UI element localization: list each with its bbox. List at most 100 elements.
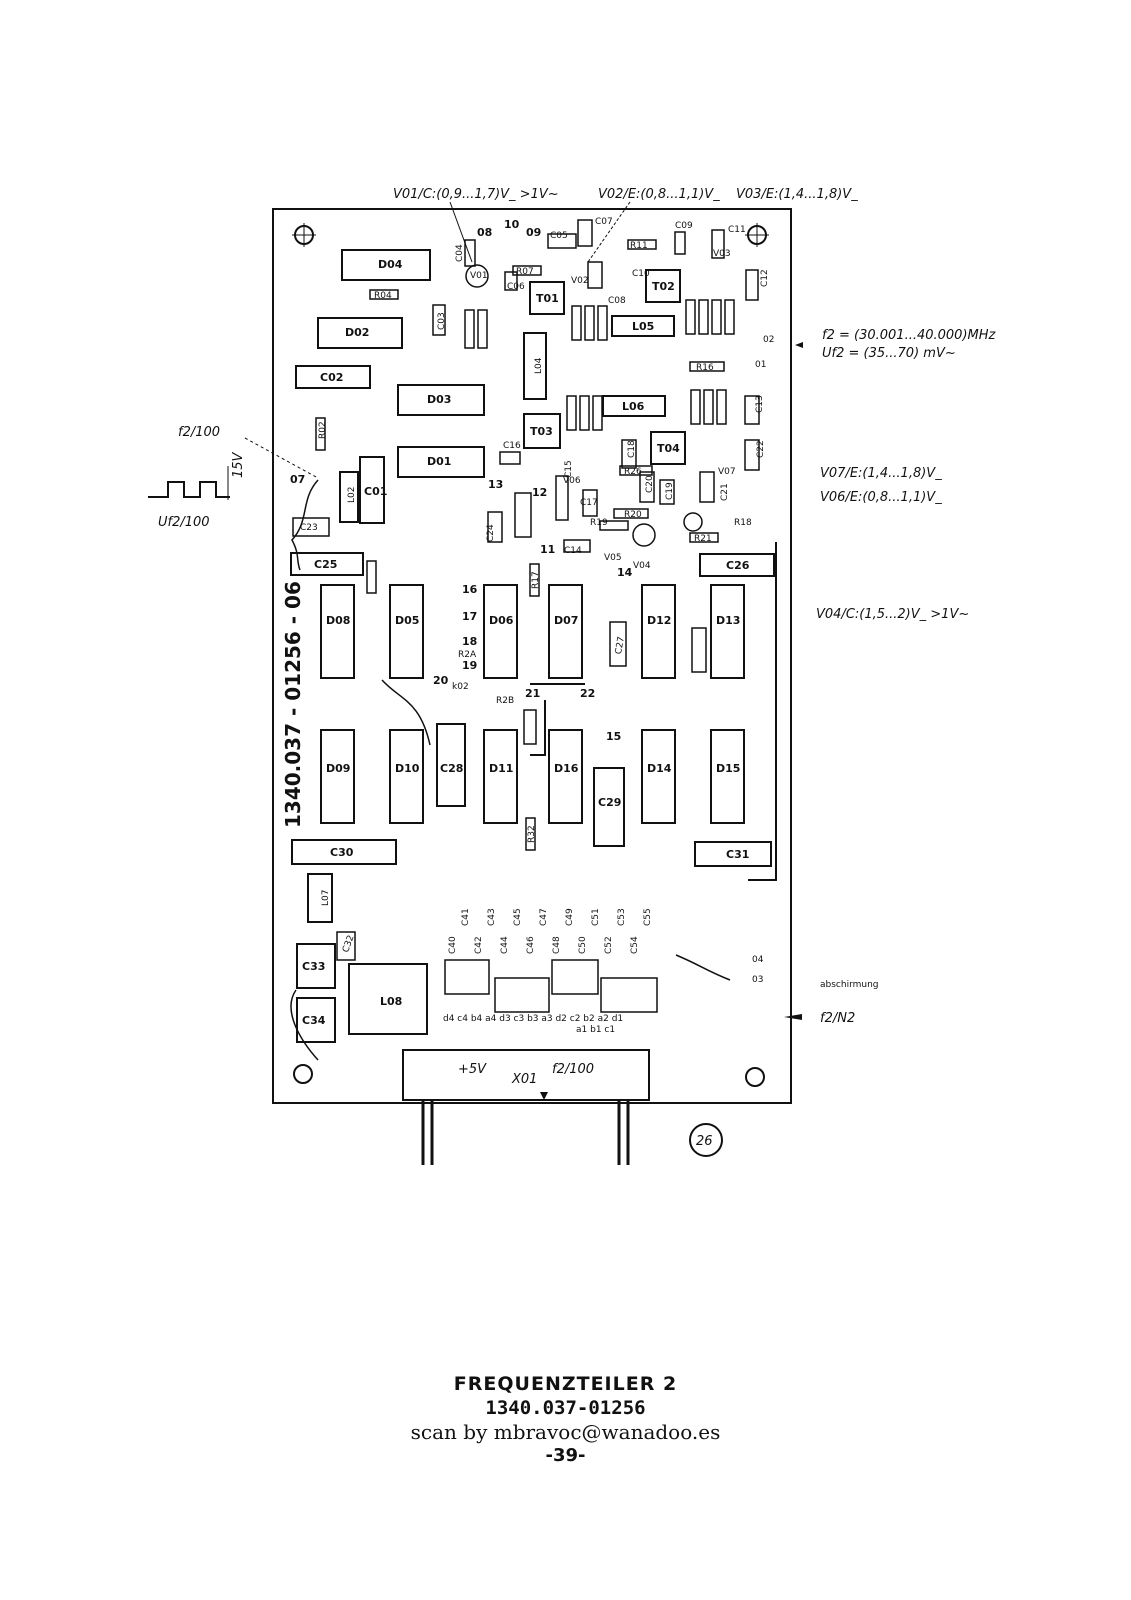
c10-label: C10: [632, 269, 650, 279]
coil-l02: L02: [339, 471, 359, 523]
svg-text:f2/100: f2/100: [552, 1062, 594, 1077]
pin-08: 08: [477, 226, 492, 239]
ic-d08: D08: [320, 584, 355, 679]
r2b-label: R2B: [496, 696, 514, 706]
cap-c26: C26: [699, 553, 775, 577]
connector-x01: +5V X01 f2/100: [402, 1049, 650, 1165]
square-wave: [148, 481, 230, 498]
c22-label: C22: [756, 440, 766, 458]
svg-text:T02: T02: [652, 280, 675, 293]
caption-scan-credit: scan by mbravoc@wanadoo.es: [410, 1420, 721, 1444]
wire: [748, 542, 777, 881]
r04-label: R04: [374, 291, 392, 301]
cap-bank-label: C48: [552, 936, 562, 954]
transistor-t03: T03: [523, 413, 561, 449]
svg-text:D10: D10: [395, 762, 420, 775]
twisted-wire: [381, 679, 431, 746]
pin-22: 22: [580, 687, 595, 700]
pin-21: 21: [525, 687, 540, 700]
r11-label: R11: [630, 241, 648, 251]
svg-text:T01: T01: [536, 292, 559, 305]
c06-label: C06: [507, 282, 525, 292]
cap-bank-label: C54: [630, 936, 640, 954]
ic-d11: D11: [483, 729, 518, 824]
svg-text:D05: D05: [395, 614, 419, 627]
svg-text:D08: D08: [326, 614, 350, 627]
c14-label: C14: [564, 546, 582, 556]
cap-bank-label: C55: [643, 908, 653, 926]
c07-label: C07: [595, 217, 613, 227]
capacitor-bank: [444, 959, 658, 1013]
svg-text:L05: L05: [632, 320, 654, 333]
svg-text:+5V: +5V: [458, 1062, 487, 1077]
pin-01: 01: [755, 360, 766, 370]
v06-annotation: V06/E:(0,8...1,1)V_: [820, 490, 942, 505]
r32-label: R32: [527, 825, 537, 843]
v03-label: V03: [713, 249, 731, 259]
cap-bank-label: C51: [591, 908, 601, 926]
v01-label: V01: [470, 271, 488, 281]
f2-annotation: f2 = (30.001...40.000)MHz: [822, 328, 997, 343]
ic-d06: D06: [483, 584, 518, 679]
pin-16: 16: [462, 583, 478, 596]
f2-100-annotation: f2/100: [178, 425, 220, 440]
cap-bank-label: C49: [565, 908, 575, 926]
abschirmung-annotation: abschirmung: [820, 980, 879, 990]
svg-text:D16: D16: [554, 762, 579, 775]
r21-label: R21: [694, 534, 712, 544]
mounting-hole: [745, 1067, 765, 1087]
c11-label: C11: [728, 225, 746, 235]
cap-c29: C29: [593, 767, 625, 847]
coil-l07: L07: [307, 873, 333, 923]
r19-label: R19: [590, 518, 608, 528]
svg-text:C34: C34: [302, 1014, 326, 1027]
pin-17: 17: [462, 610, 477, 623]
svg-text:C26: C26: [726, 559, 750, 572]
mounting-hole: [293, 1064, 313, 1084]
r02-label: R02: [318, 421, 328, 439]
board-outline: [272, 208, 792, 1104]
pin-02: 02: [763, 335, 774, 345]
svg-text:C29: C29: [598, 796, 621, 809]
board-number: 1340.037 - 01256 - 06: [281, 581, 305, 828]
svg-text:26: 26: [696, 1134, 713, 1149]
cap-c33: C33: [296, 943, 336, 989]
cap-c25: C25: [290, 552, 364, 576]
svg-text:D06: D06: [489, 614, 514, 627]
pin-15: 15: [606, 730, 621, 743]
c24-label: C24: [486, 524, 496, 542]
svg-text:C28: C28: [440, 762, 463, 775]
c18-label: C18: [627, 440, 637, 458]
cap-bank-label: C50: [578, 936, 588, 954]
c09-label: C09: [675, 221, 693, 231]
pin-10: 10: [504, 218, 520, 231]
c04-label: C04: [455, 244, 465, 262]
r26-label: R26: [624, 467, 642, 477]
svg-text:D04: D04: [378, 258, 403, 271]
transistor-t04: T04: [650, 431, 686, 465]
cap-bank-label: C47: [539, 908, 549, 926]
c17-label: C17: [580, 498, 598, 508]
svg-text:X01: X01: [511, 1072, 537, 1087]
cap-bank-row-b: d4 c4 b4 a4 d3 c3 b3 a3 d2 c2 b2 a2 d1: [443, 1014, 623, 1024]
svg-text:L07: L07: [321, 890, 331, 906]
cap-bank-row-b2: a1 b1 c1: [576, 1025, 615, 1035]
cap-c01: C01: [359, 456, 387, 524]
ic-d14: D14: [641, 729, 676, 824]
twisted-wire: [291, 479, 319, 571]
svg-text:D03: D03: [427, 393, 451, 406]
k02-label: k02: [452, 682, 469, 692]
c15-label: C15: [564, 460, 574, 478]
v15-annotation: 15V: [231, 451, 246, 478]
c20-label: C20: [645, 475, 655, 493]
c19-label: C19: [665, 482, 675, 500]
svg-text:D15: D15: [716, 762, 740, 775]
page-stamp: 26: [689, 1123, 723, 1157]
svg-text:D09: D09: [326, 762, 350, 775]
transistor-t02: T02: [645, 269, 681, 303]
r07-label: R07: [516, 267, 534, 277]
cap-bank-label: C42: [474, 936, 484, 954]
v01-annotation: V01/C:(0,9...1,7)V_ >1V~: [393, 187, 559, 202]
svg-text:D02: D02: [345, 326, 369, 339]
